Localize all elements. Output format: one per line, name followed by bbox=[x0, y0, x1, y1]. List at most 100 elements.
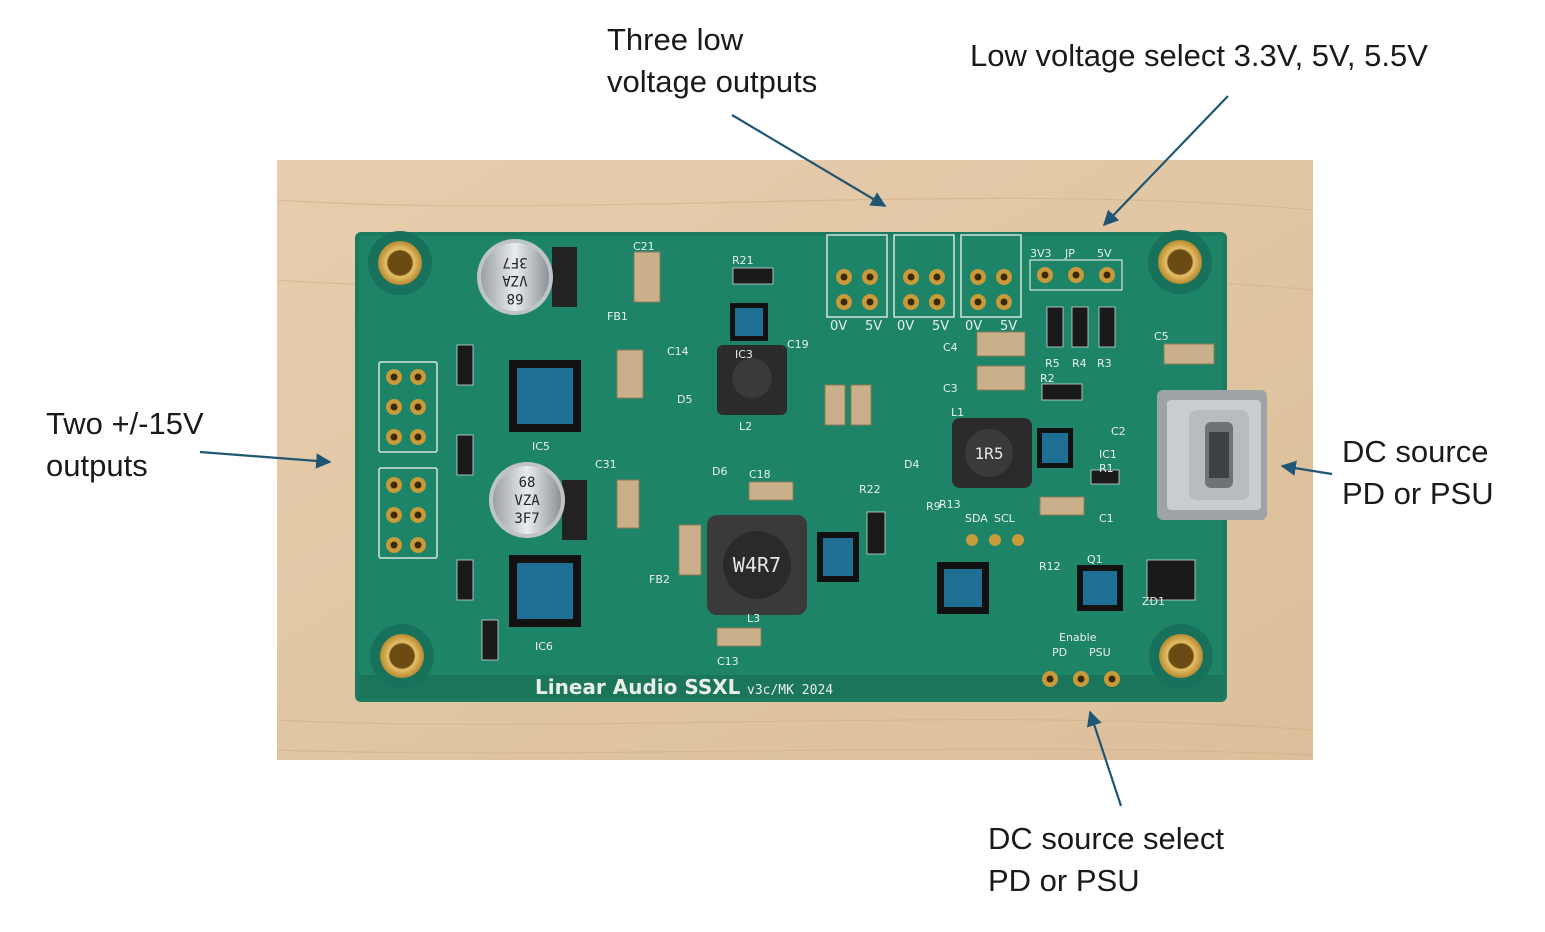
silk-label: R1 bbox=[1099, 462, 1114, 475]
silk-label: 5V bbox=[1097, 247, 1112, 260]
callout-two-15v-outputs: Two +/-15V outputs bbox=[46, 403, 204, 487]
callout-line: DC source bbox=[1342, 434, 1489, 469]
callout-dc-source: DC source PD or PSU bbox=[1342, 431, 1494, 515]
board-brand: Linear Audio SSXL bbox=[535, 675, 741, 699]
callout-dc-source-select: DC source select PD or PSU bbox=[988, 818, 1224, 902]
silk-label: SCL bbox=[994, 512, 1016, 525]
silk-label: C13 bbox=[717, 655, 739, 668]
silk-label: R9 bbox=[926, 500, 941, 513]
silk-label: 3V3 bbox=[1030, 247, 1052, 260]
silk-label: PSU bbox=[1089, 646, 1111, 659]
silk-label: D6 bbox=[712, 465, 727, 478]
callout-line: Three low bbox=[607, 22, 744, 57]
ic5-chip bbox=[509, 360, 581, 432]
silk-label: Enable bbox=[1059, 631, 1097, 644]
mounting-hole-icon bbox=[1149, 624, 1213, 688]
inductor-l2 bbox=[717, 345, 787, 415]
silk-label: IC1 bbox=[1099, 448, 1117, 461]
silk-label: C4 bbox=[943, 341, 958, 354]
silk-label: 5V bbox=[932, 319, 949, 334]
silk-label: 0V bbox=[897, 319, 914, 334]
i2c-header: SDA SCL bbox=[965, 512, 1024, 546]
inductor-w4r7: W4R7 bbox=[707, 515, 807, 615]
silk-label: R4 bbox=[1072, 357, 1087, 370]
pcb-board: 68 VZA 3F7 68 VZA 3F7 bbox=[355, 230, 1267, 702]
silk-label: JP bbox=[1064, 247, 1075, 260]
silk-label: C3 bbox=[943, 382, 958, 395]
silk-label: 0V bbox=[965, 319, 982, 334]
silk-label: 5V bbox=[865, 319, 882, 334]
silk-label: C21 bbox=[633, 240, 655, 253]
silk-label: IC5 bbox=[532, 440, 550, 453]
q1-chip bbox=[1077, 565, 1123, 611]
smd-capacitors bbox=[616, 251, 1215, 647]
dc-source-select-jumper: Enable PD PSU bbox=[1042, 631, 1120, 687]
callout-line: Two +/-15V bbox=[46, 406, 204, 441]
silk-label: C2 bbox=[1111, 425, 1126, 438]
silk-label: IC3 bbox=[735, 348, 753, 361]
cap-mark: 68 bbox=[519, 475, 536, 491]
callout-line: DC source select bbox=[988, 821, 1225, 856]
callout-low-voltage-select: Low voltage select 3.3V, 5V, 5.5V bbox=[970, 35, 1428, 77]
electrolytic-capacitor-top: 68 VZA 3F7 bbox=[477, 239, 577, 315]
silk-label: C14 bbox=[667, 345, 689, 358]
silk-label: C31 bbox=[595, 458, 617, 471]
inductor-mark: W4R7 bbox=[733, 553, 781, 577]
cap-mark: VZA bbox=[502, 272, 528, 288]
silk-label: D4 bbox=[904, 458, 919, 471]
pcb-photo: 68 VZA 3F7 68 VZA 3F7 bbox=[277, 160, 1313, 760]
silk-label: L1 bbox=[951, 406, 964, 419]
cap-mark: 3F7 bbox=[514, 511, 539, 527]
callout-line: Low voltage select 3.3V, 5V, 5.5V bbox=[970, 38, 1428, 73]
inductor-mark: 1R5 bbox=[975, 444, 1004, 463]
callout-line: PD or PSU bbox=[1342, 476, 1494, 511]
mounting-hole-icon bbox=[1148, 230, 1212, 294]
silk-label: ZD1 bbox=[1142, 595, 1165, 608]
silk-label: C5 bbox=[1154, 330, 1169, 343]
silk-label: FB2 bbox=[649, 573, 670, 586]
silk-label: R3 bbox=[1097, 357, 1112, 370]
inductor-l1: 1R5 bbox=[952, 418, 1032, 488]
cap-mark: 68 bbox=[507, 290, 524, 306]
usb-c-connector-icon bbox=[1157, 390, 1267, 520]
left-connector-pins bbox=[386, 369, 426, 553]
silk-label: PD bbox=[1052, 646, 1067, 659]
ic-right-chip bbox=[937, 562, 989, 614]
silk-label: 0V bbox=[830, 319, 847, 334]
left-connector-upper bbox=[378, 361, 438, 559]
board-version: v3c/MK 2024 bbox=[747, 683, 833, 698]
silk-label: Q1 bbox=[1087, 553, 1103, 566]
silk-label: D5 bbox=[677, 393, 692, 406]
callout-line: PD or PSU bbox=[988, 863, 1140, 898]
silk-label: R2 bbox=[1040, 372, 1055, 385]
electrolytic-capacitor-bottom: 68 VZA 3F7 bbox=[489, 462, 587, 540]
ic3-chip bbox=[730, 303, 768, 341]
mounting-hole-icon bbox=[368, 231, 432, 295]
ic-mid-chip bbox=[817, 532, 859, 582]
callout-line: voltage outputs bbox=[607, 64, 818, 99]
cap-mark: VZA bbox=[514, 493, 540, 509]
ic6-chip bbox=[509, 555, 581, 627]
callout-three-low-voltage-outputs: Three low voltage outputs bbox=[607, 19, 817, 103]
silk-label: C19 bbox=[787, 338, 809, 351]
silk-label: SDA bbox=[965, 512, 988, 525]
cap-mark: 3F7 bbox=[502, 254, 527, 270]
silk-label: R13 bbox=[939, 498, 961, 511]
silk-label: L2 bbox=[739, 420, 752, 433]
mounting-hole-icon bbox=[370, 624, 434, 688]
silk-label: C1 bbox=[1099, 512, 1114, 525]
silk-label: R12 bbox=[1039, 560, 1061, 573]
ic1-chip bbox=[1037, 428, 1073, 468]
callout-line: outputs bbox=[46, 448, 148, 483]
silk-label: L3 bbox=[747, 612, 760, 625]
silk-label: FB1 bbox=[607, 310, 628, 323]
silk-label: R5 bbox=[1045, 357, 1060, 370]
silk-label: 5V bbox=[1000, 319, 1017, 334]
silk-label: C18 bbox=[749, 468, 771, 481]
silk-label: R21 bbox=[732, 254, 754, 267]
low-voltage-select-jumper: 3V3 JP 5V bbox=[1029, 247, 1123, 291]
low-voltage-output-headers: 0V 5V 0V 5V 0V 5V bbox=[826, 234, 1022, 334]
smd-resistors bbox=[456, 267, 1196, 661]
silk-label: IC6 bbox=[535, 640, 553, 653]
silk-label: R22 bbox=[859, 483, 881, 496]
